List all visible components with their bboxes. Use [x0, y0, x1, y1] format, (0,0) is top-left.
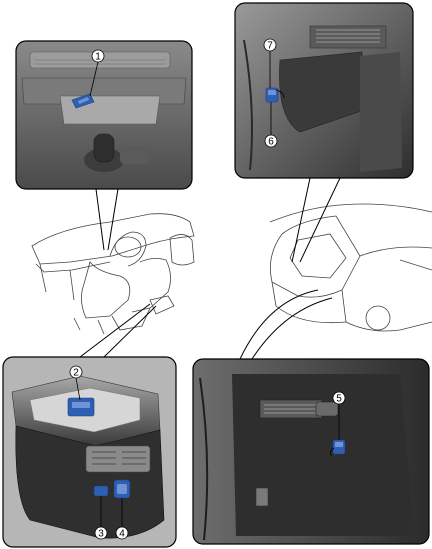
callout-label-7: 7 [267, 41, 273, 52]
power-outlet-icon [113, 479, 131, 499]
power-outlet-icon [332, 439, 346, 455]
car-rear-overview [269, 203, 432, 332]
callout-label-2: 2 [73, 368, 79, 379]
callout-2: 2 [69, 365, 83, 401]
panel-rear-console [2, 356, 177, 548]
car-interior-overview [31, 213, 195, 335]
usb-port-icon [71, 93, 95, 109]
power-outlet-icon [265, 87, 279, 103]
panel-dashboard-usb [15, 40, 193, 190]
callout-4: 4 [115, 498, 129, 540]
usb-port-icon [67, 397, 95, 417]
callout-label-4: 4 [119, 529, 125, 540]
callout-label-5: 5 [336, 394, 342, 405]
callout-label-3: 3 [98, 529, 104, 540]
callout-label-1: 1 [95, 52, 101, 63]
callout-3: 3 [94, 496, 108, 540]
panel-trunk-lower [192, 358, 430, 545]
callout-6: 6 [264, 102, 278, 148]
callout-1: 1 [89, 49, 105, 97]
callout-7: 7 [263, 38, 277, 88]
callout-5: 5 [332, 391, 346, 440]
usb-port-icon [93, 485, 109, 497]
panel-trunk-upper [234, 2, 414, 179]
leader-line [79, 177, 341, 360]
callout-label-6: 6 [268, 137, 274, 148]
